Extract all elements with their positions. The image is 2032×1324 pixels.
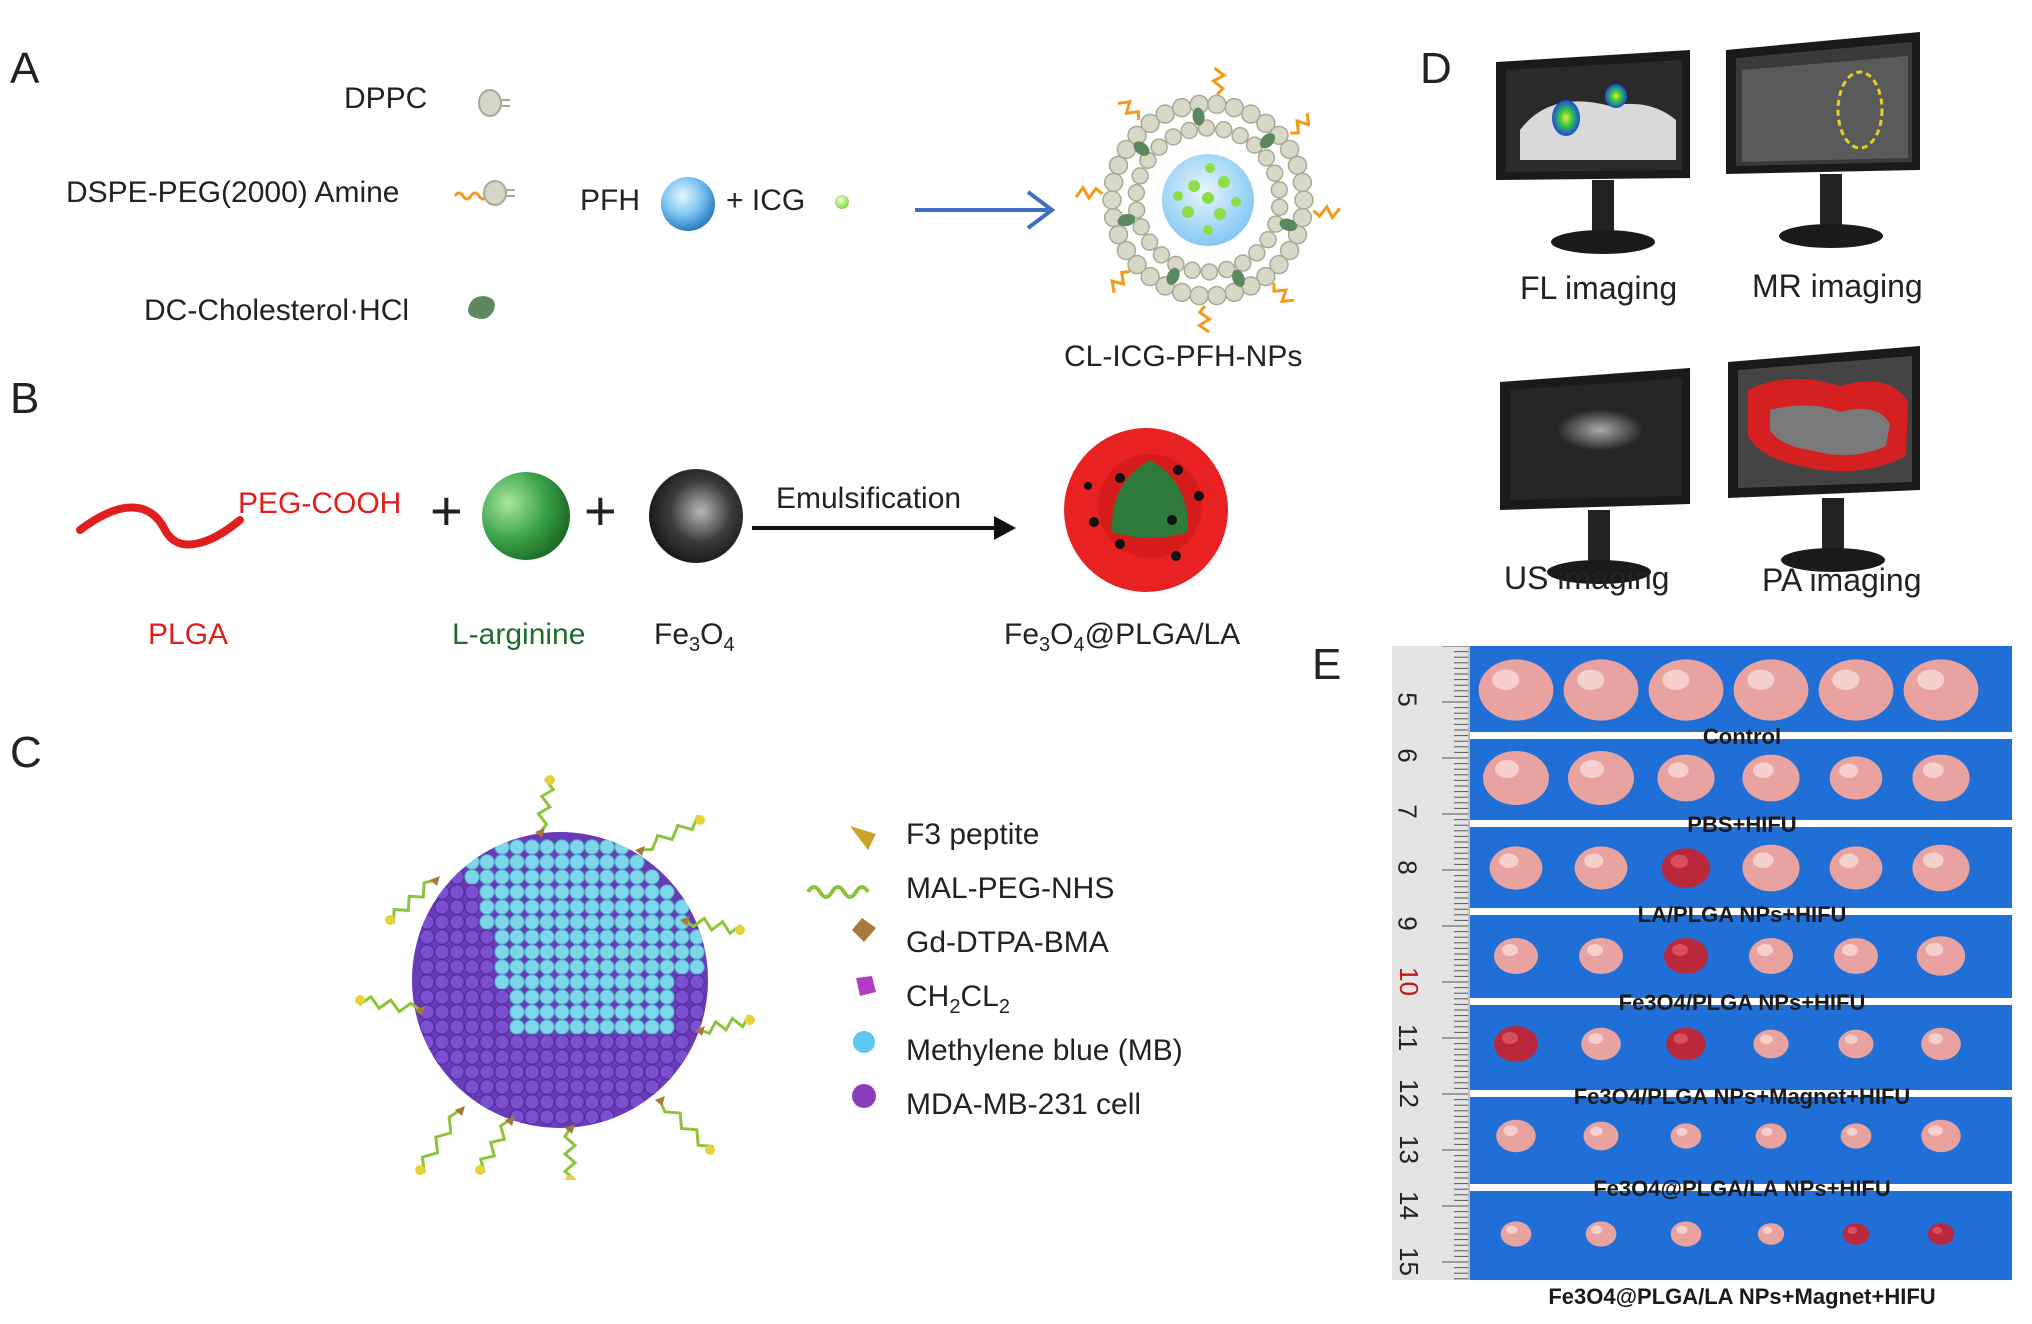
ruler-num-8: 8 [1392, 860, 1423, 875]
dspe-peg-icon [453, 180, 515, 206]
plus-icg-label: + ICG [726, 184, 806, 217]
group-label-fe3o4-plga: Fe3O4/PLGA NPs+HIFU [1618, 990, 1866, 1015]
group-label-la-plga: LA/PLGA NPs+HIFU [1637, 902, 1847, 927]
panel-d-monitors [1496, 32, 1920, 584]
legend-gd-dtpa-bma: Gd-DTPA-BMA [906, 926, 1109, 959]
caption-us-imaging: US imaging [1504, 560, 1670, 596]
l-arginine-label: L-arginine [452, 618, 586, 651]
ruler-num-9: 9 [1392, 916, 1423, 931]
ruler-num-13: 13 [1393, 1135, 1424, 1164]
fe3o4-label: Fe3O4 [654, 618, 735, 656]
panel-letter-a: A [10, 44, 40, 93]
plus-sign-2: + [584, 479, 617, 542]
peg-cooh-label: PEG-COOH [238, 487, 402, 520]
gd-dtpa-bma-icon [852, 918, 876, 942]
panel-a-graphics [453, 66, 1342, 334]
ruler-num-6: 6 [1392, 748, 1423, 763]
ch2cl2-icon [856, 976, 876, 996]
monitor-mr [1726, 32, 1920, 248]
fe3o4-sphere [649, 469, 743, 563]
fe3o4-plga-la-nanoparticle [1064, 428, 1228, 592]
panel-letter-d: D [1420, 44, 1452, 93]
group-label-fe3o4-plga-magnet: Fe3O4/PLGA NPs+Magnet+HIFU [1573, 1084, 1911, 1109]
plga-label: PLGA [148, 618, 229, 651]
mda-mb-231-icon [852, 1084, 876, 1108]
methylene-blue-icon [853, 1031, 875, 1053]
ruler-num-5: 5 [1392, 692, 1423, 707]
dc-cholesterol-label: DC-Cholesterol·HCl [144, 294, 410, 327]
panel-a-arrow [915, 190, 1056, 230]
legend-methylene-blue: Methylene blue (MB) [906, 1034, 1183, 1067]
dppc-label: DPPC [344, 82, 428, 115]
legend-mda-mb-231: MDA-MB-231 cell [906, 1088, 1142, 1121]
group-label-control: Control [1702, 724, 1782, 749]
pfh-label: PFH [580, 184, 640, 217]
group-label-fe3o4-plga-la-magnet: Fe3O4@PLGA/LA NPs+Magnet+HIFU [1548, 1284, 1936, 1309]
caption-mr-imaging: MR imaging [1752, 268, 1923, 304]
monitor-fl [1496, 50, 1690, 254]
icg-dot [835, 195, 849, 209]
panel-e-tumors [1442, 646, 2012, 1280]
ruler-num-12: 12 [1393, 1079, 1424, 1108]
ruler-num-14: 14 [1393, 1191, 1424, 1220]
legend-f3: F3 peptite [906, 818, 1040, 851]
panel-letter-b: B [10, 374, 40, 423]
legend-mal-peg-nhs: MAL-PEG-NHS [906, 872, 1115, 905]
caption-fl-imaging: FL imaging [1520, 270, 1678, 306]
product-a-label: CL-ICG-PFH-NPs [1064, 340, 1303, 373]
liposome-nanoparticle [1074, 66, 1342, 334]
emulsification-arrow [752, 516, 1016, 540]
dc-cholesterol-icon [468, 296, 495, 319]
dspe-peg-label: DSPE-PEG(2000) Amine [66, 176, 400, 209]
legend-ch2cl2: CH2CL2 [906, 980, 1010, 1018]
plga-chain [76, 503, 244, 549]
panel-c-nanoparticle [355, 775, 755, 1180]
group-label-pbs-hifu: PBS+HIFU [1687, 812, 1797, 837]
f3-peptide-icon [850, 826, 876, 850]
fe3o4-plga-la-label: Fe3O4@PLGA/LA [1004, 618, 1241, 656]
group-label-fe3o4-plga-la: Fe3O4@PLGA/LA NPs+HIFU [1593, 1176, 1891, 1201]
emulsification-label: Emulsification [776, 482, 962, 515]
monitor-us [1500, 368, 1690, 584]
plus-sign-1: + [430, 479, 463, 542]
monitor-pa [1728, 346, 1920, 572]
panel-b-graphics [76, 428, 1228, 592]
ruler-num-15: 15 [1393, 1247, 1424, 1276]
ruler-num-11: 11 [1393, 1024, 1423, 1051]
mal-peg-nhs-icon [806, 885, 870, 899]
ruler-num-10: 10 [1393, 967, 1424, 996]
panel-letter-e: E [1312, 640, 1342, 689]
panel-letter-c: C [10, 728, 42, 777]
l-arginine-sphere [482, 472, 570, 560]
dppc-icon [478, 89, 510, 117]
pfh-sphere [661, 177, 715, 231]
ruler [1392, 646, 1470, 1280]
ruler-num-7: 7 [1392, 804, 1423, 819]
caption-pa-imaging: PA imaging [1762, 562, 1922, 598]
panel-c-legend-icons [806, 826, 876, 1108]
